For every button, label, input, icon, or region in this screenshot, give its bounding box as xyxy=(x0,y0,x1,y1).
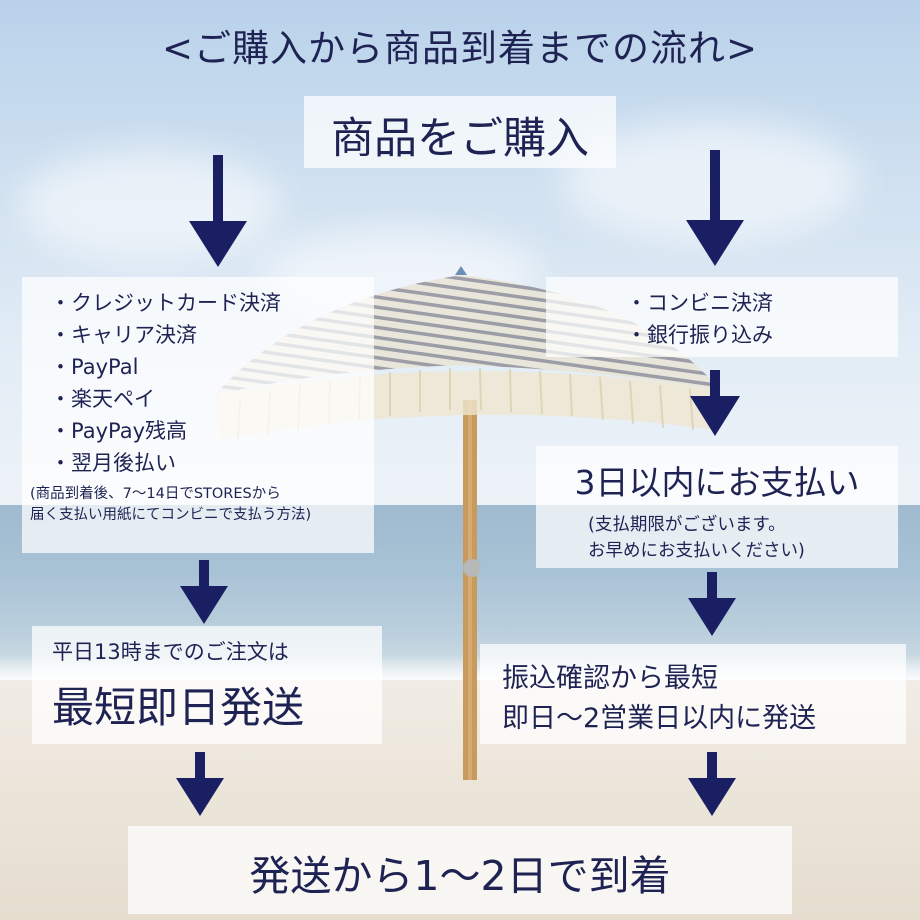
arrow-down-icon xyxy=(688,572,736,636)
note-line: お早めにお支払いください) xyxy=(588,541,805,561)
payment-deadline-note: (支払期限がございます。 お早めにお支払いください) xyxy=(588,512,805,564)
shipping-line: 即日～2営業日以内に発送 xyxy=(502,703,817,734)
payment-deadline-panel: 3日以内にお支払い (支払期限がございます。 お早めにお支払いください) xyxy=(536,446,898,568)
note-line: (商品到着後、7～14日でSTORESから xyxy=(30,486,281,502)
payment-deadline-label: 3日以内にお支払い xyxy=(574,463,860,502)
note-line: (支払期限がございます。 xyxy=(588,515,786,535)
start-step-panel: 商品をご購入 xyxy=(304,96,616,168)
note-line: 届く支払い用紙にてコンビニで支払う方法) xyxy=(30,507,312,523)
arrow-down-icon xyxy=(180,560,228,624)
arrow-down-icon xyxy=(690,370,740,436)
left-payment-method-list: ・クレジットカード決済 ・キャリア決済 ・PayPal ・楽天ペイ ・PayPa… xyxy=(50,287,281,479)
left-payment-panel: ・クレジットカード決済 ・キャリア決済 ・PayPal ・楽天ペイ ・PayPa… xyxy=(22,277,374,553)
arrival-step-panel: 発送から1～2日で到着 xyxy=(128,826,792,914)
right-payment-method-list: ・コンビニ決済 ・銀行振り込み xyxy=(626,287,773,351)
same-day-shipping-label: 最短即日発送 xyxy=(52,683,305,732)
shipping-line: 振込確認から最短 xyxy=(502,663,718,694)
arrow-down-icon xyxy=(189,155,247,267)
left-shipping-panel: 平日13時までのご注文は 最短即日発送 xyxy=(32,626,382,744)
list-item: ・銀行振り込み xyxy=(626,323,773,347)
arrow-down-icon xyxy=(688,752,736,816)
right-payment-panel: ・コンビニ決済 ・銀行振り込み xyxy=(546,277,898,357)
list-item: ・コンビニ決済 xyxy=(626,291,773,315)
cloud xyxy=(20,150,280,260)
start-step-label: 商品をご購入 xyxy=(331,114,589,164)
arrival-step-label: 発送から1～2日で到着 xyxy=(249,852,671,900)
order-cutoff-label: 平日13時までのご注文は xyxy=(52,640,289,664)
page-title: <ご購入から商品到着までの流れ> xyxy=(161,27,758,70)
list-item: ・クレジットカード決済 xyxy=(50,291,281,315)
list-item: ・PayPal xyxy=(50,355,139,379)
list-item: ・楽天ペイ xyxy=(50,387,155,411)
list-item: ・PayPay残高 xyxy=(50,419,188,443)
right-shipping-panel: 振込確認から最短 即日～2営業日以内に発送 xyxy=(480,644,906,744)
deferred-payment-note: (商品到着後、7～14日でSTORESから 届く支払い用紙にてコンビニで支払う方… xyxy=(30,484,311,526)
list-item: ・キャリア決済 xyxy=(50,323,197,347)
arrow-down-icon xyxy=(686,150,744,266)
arrow-down-icon xyxy=(176,752,224,816)
list-item: ・翌月後払い xyxy=(50,451,176,475)
